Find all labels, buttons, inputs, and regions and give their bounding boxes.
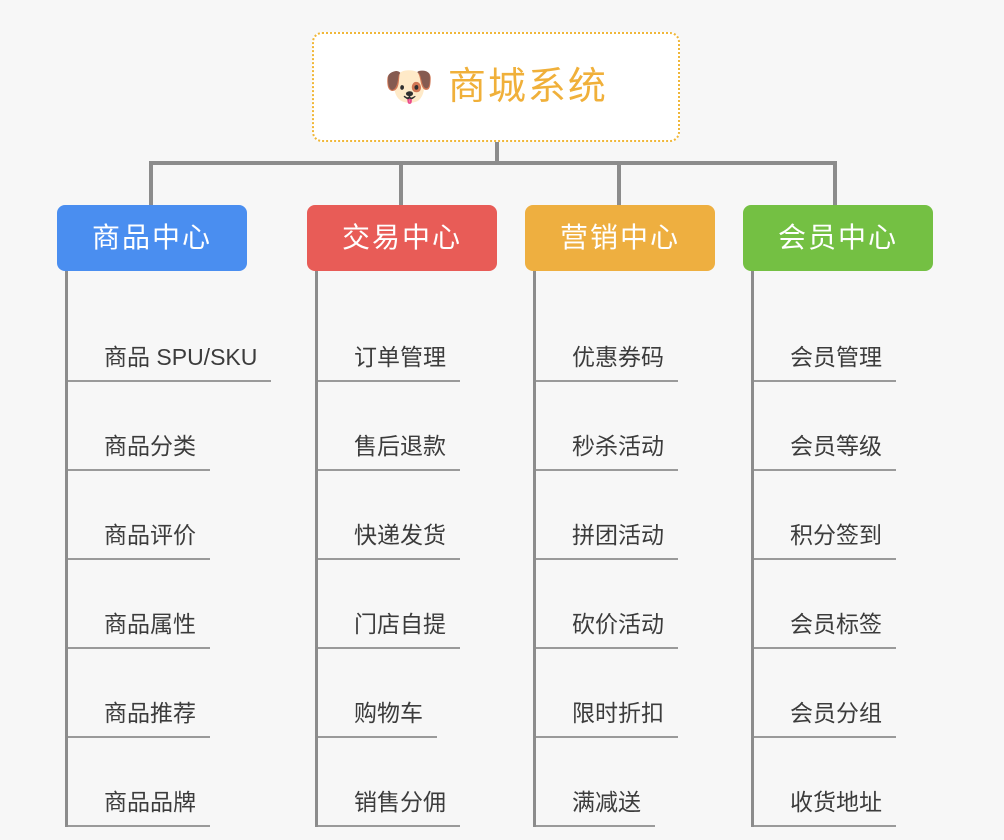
list-item-label: 商品分类 — [104, 433, 210, 471]
connector-horizontal-bus — [149, 161, 837, 165]
category-header-product-center[interactable]: 商品中心 — [57, 205, 247, 271]
list-item-label: 会员管理 — [790, 344, 896, 382]
connector-drop-2 — [399, 161, 403, 205]
list-item[interactable]: 会员标签 — [754, 560, 933, 649]
list-item[interactable]: 门店自提 — [318, 560, 497, 649]
list-item-label: 秒杀活动 — [572, 433, 678, 471]
category-header-label: 营销中心 — [559, 222, 680, 253]
category-header-label: 商品中心 — [91, 222, 212, 253]
category-header-label: 会员中心 — [777, 222, 898, 253]
list-item-label: 优惠券码 — [572, 344, 678, 382]
list-item[interactable]: 满减送 — [536, 738, 715, 827]
list-item[interactable]: 销售分佣 — [318, 738, 497, 827]
column-product-center: 商品中心 商品 SPU/SKU 商品分类 商品评价 商品属性 商品推荐 商品品牌 — [57, 205, 272, 827]
connector-drop-1 — [149, 161, 153, 205]
list-item[interactable]: 商品推荐 — [68, 649, 247, 738]
list-item[interactable]: 秒杀活动 — [536, 382, 715, 471]
list-item[interactable]: 会员管理 — [754, 293, 933, 382]
list-item[interactable]: 拼团活动 — [536, 471, 715, 560]
list-item-label: 积分签到 — [790, 522, 896, 560]
list-item-label: 砍价活动 — [572, 611, 678, 649]
list-item[interactable]: 购物车 — [318, 649, 497, 738]
list-item-label: 售后退款 — [354, 433, 460, 471]
list-item-label: 快递发货 — [354, 522, 460, 560]
root-node-title: 商城系统 — [447, 66, 608, 108]
list-item-label: 限时折扣 — [572, 700, 678, 738]
list-item[interactable]: 会员分组 — [754, 649, 933, 738]
list-item[interactable]: 积分签到 — [754, 471, 933, 560]
item-list-product-center: 商品 SPU/SKU 商品分类 商品评价 商品属性 商品推荐 商品品牌 — [65, 271, 272, 827]
category-header-marketing-center[interactable]: 营销中心 — [525, 205, 715, 271]
connector-drop-3 — [617, 161, 621, 205]
list-item-label: 拼团活动 — [572, 522, 678, 560]
list-item[interactable]: 商品 SPU/SKU — [68, 293, 272, 382]
list-item[interactable]: 商品评价 — [68, 471, 247, 560]
list-item[interactable]: 收货地址 — [754, 738, 933, 827]
list-item-label: 商品 SPU/SKU — [104, 344, 272, 382]
list-item-label: 销售分佣 — [354, 789, 460, 827]
category-header-transaction-center[interactable]: 交易中心 — [307, 205, 497, 271]
list-item[interactable]: 会员等级 — [754, 382, 933, 471]
list-item[interactable]: 订单管理 — [318, 293, 497, 382]
list-item[interactable]: 售后退款 — [318, 382, 497, 471]
list-item-label: 商品属性 — [104, 611, 210, 649]
column-transaction-center: 交易中心 订单管理 售后退款 快递发货 门店自提 购物车 销售分佣 — [307, 205, 497, 827]
list-item[interactable]: 快递发货 — [318, 471, 497, 560]
list-item-label: 会员标签 — [790, 611, 896, 649]
list-item-label: 会员分组 — [790, 700, 896, 738]
dog-face-icon: 🐶 — [384, 65, 434, 109]
category-header-member-center[interactable]: 会员中心 — [743, 205, 933, 271]
root-node-mall-system[interactable]: 🐶 商城系统 — [312, 32, 680, 142]
column-member-center: 会员中心 会员管理 会员等级 积分签到 会员标签 会员分组 收货地址 — [743, 205, 933, 827]
list-item-label: 收货地址 — [790, 789, 896, 827]
column-marketing-center: 营销中心 优惠券码 秒杀活动 拼团活动 砍价活动 限时折扣 满减送 — [525, 205, 715, 827]
list-item-label: 会员等级 — [790, 433, 896, 471]
list-item-label: 商品评价 — [104, 522, 210, 560]
list-item-label: 门店自提 — [354, 611, 460, 649]
item-list-marketing-center: 优惠券码 秒杀活动 拼团活动 砍价活动 限时折扣 满减送 — [533, 271, 715, 827]
item-list-member-center: 会员管理 会员等级 积分签到 会员标签 会员分组 收货地址 — [751, 271, 933, 827]
list-item[interactable]: 砍价活动 — [536, 560, 715, 649]
item-list-transaction-center: 订单管理 售后退款 快递发货 门店自提 购物车 销售分佣 — [315, 271, 497, 827]
list-item[interactable]: 商品品牌 — [68, 738, 247, 827]
list-item[interactable]: 限时折扣 — [536, 649, 715, 738]
list-item[interactable]: 优惠券码 — [536, 293, 715, 382]
list-item[interactable]: 商品分类 — [68, 382, 247, 471]
list-item-label: 商品推荐 — [104, 700, 210, 738]
connector-drop-4 — [833, 161, 837, 205]
list-item[interactable]: 商品属性 — [68, 560, 247, 649]
list-item-label: 订单管理 — [354, 344, 460, 382]
list-item-label: 商品品牌 — [104, 789, 210, 827]
connector-root-stem — [495, 142, 499, 163]
list-item-label: 购物车 — [354, 700, 437, 738]
category-header-label: 交易中心 — [341, 222, 462, 253]
list-item-label: 满减送 — [572, 789, 655, 827]
